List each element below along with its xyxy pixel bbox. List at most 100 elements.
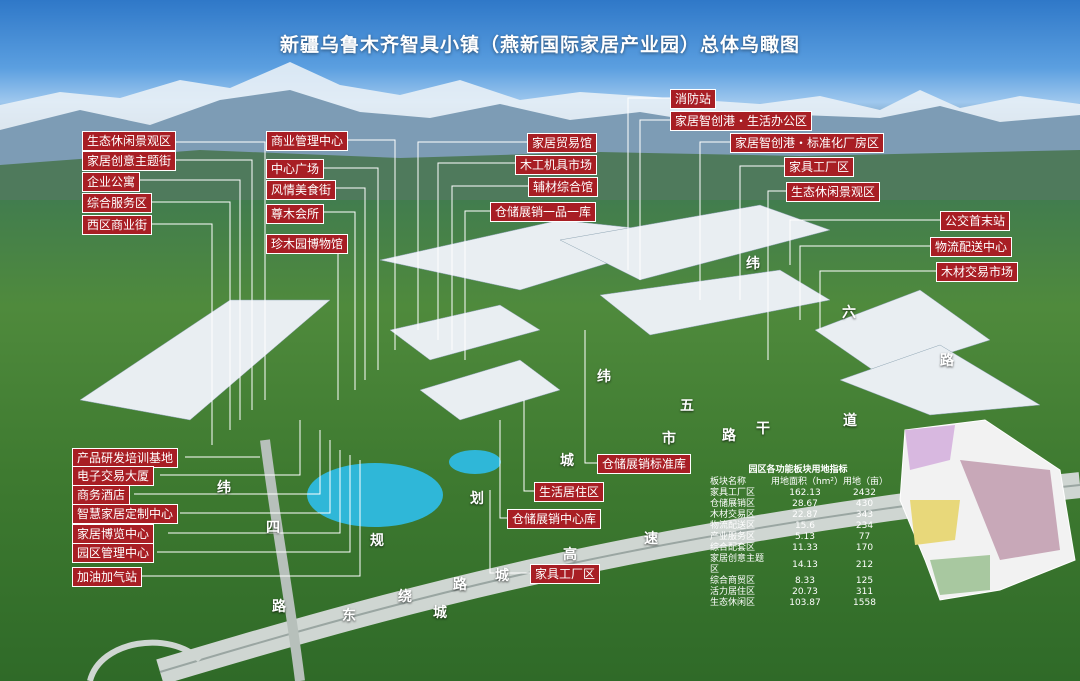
label-e-trade-building: 电子交易大厦	[72, 466, 155, 486]
table-row: 仓储展销区 28.67 430	[708, 499, 888, 510]
label-creative-street: 家居创意主题街	[82, 151, 177, 171]
table-cell: 活力居住区	[710, 587, 756, 597]
label-eco-leisure-area-east: 生态休闲景观区	[786, 182, 881, 202]
table-cell: 11.33	[792, 543, 818, 553]
table-cell: 木材交易区	[710, 510, 756, 520]
table-row: 家具工厂区 162.13 2432	[708, 488, 888, 499]
table-cell: 家居创意主题区	[710, 554, 765, 575]
label-gas-station: 加油加气站	[72, 567, 143, 587]
table-row: 综合配套区 11.33 170	[708, 543, 888, 554]
road-label: 城	[433, 605, 447, 621]
table-row: 生态休闲区 103.87 1558	[708, 598, 888, 609]
table-cell: 22.87	[792, 510, 818, 520]
table-cell: 仓储展销区	[710, 499, 756, 509]
table-cell: 125	[855, 576, 874, 586]
road-label: 六	[842, 305, 856, 321]
label-central-plaza: 中心广场	[266, 159, 325, 179]
table-cell: 212	[855, 559, 874, 570]
table-cell: 234	[855, 521, 874, 531]
table-cell: 162.13	[789, 488, 821, 498]
label-food-street: 风情美食街	[266, 180, 337, 200]
road-label: 高	[563, 547, 577, 563]
table-cell: 生态休闲区	[710, 598, 756, 608]
road-label: 规	[370, 533, 384, 549]
road-label: 路	[453, 577, 467, 593]
label-club: 尊木会所	[266, 204, 325, 224]
label-furniture-factory-south: 家具工厂区	[530, 564, 601, 584]
table-cell: 14.13	[792, 559, 818, 570]
site-plan-map	[899, 419, 1076, 601]
road-label: 城	[495, 568, 509, 584]
label-living-office: 家居智创港・生活办公区	[670, 111, 813, 131]
table-row: 木材交易区 22.87 343	[708, 510, 888, 521]
table-cell: 家具工厂区	[710, 488, 756, 498]
table-heading: 园区各功能板块用地指标	[748, 465, 848, 475]
road-label: 四	[266, 520, 280, 536]
label-central-warehouse: 仓储展销中心库	[507, 509, 602, 529]
road-label: 纬	[597, 369, 611, 385]
table-header-row: 板块名称 用地面积（hm²） 用地（亩）	[708, 477, 888, 488]
table-cell: 20.73	[792, 587, 818, 597]
label-standard-warehouse: 仓储展销标准库	[597, 454, 692, 474]
road-label: 市	[662, 431, 676, 447]
road-label: 纬	[217, 480, 231, 496]
table-cell: 1558	[853, 598, 876, 608]
road-label: 道	[843, 413, 857, 429]
table-cell: 8.33	[794, 576, 815, 586]
label-storage-showroom: 仓储展销一品一库	[490, 202, 597, 222]
road-label: 速	[644, 531, 658, 547]
label-bus-terminal: 公交首末站	[940, 211, 1011, 231]
table-cell: 170	[855, 543, 874, 553]
road-label: 路	[940, 353, 954, 369]
table-cell: 综合商贸区	[710, 576, 756, 586]
label-logistics-center: 物流配送中心	[930, 237, 1013, 257]
table-cell: 15.6	[794, 521, 815, 531]
table-cell: 430	[855, 499, 874, 509]
page-title: 新疆乌鲁木齐智具小镇（燕新国际家居产业园）总体鸟瞰图	[279, 34, 800, 56]
table-cell: 343	[855, 510, 874, 520]
table-cell: 77	[858, 532, 871, 542]
table-cell: 311	[855, 587, 874, 597]
label-museum: 珍木园博物馆	[266, 234, 349, 254]
land-use-grid: 板块名称 用地面积（hm²） 用地（亩） 家具工厂区 162.13 2432 仓储展…	[708, 477, 888, 609]
label-machinery-market: 木工机具市场	[515, 155, 598, 175]
table-header: 用地面积（hm²）	[770, 477, 844, 487]
table-row: 产业服务区 5.13 77	[708, 532, 888, 543]
road-label: 路	[272, 599, 286, 615]
road-label: 干	[756, 421, 770, 437]
label-west-commercial-street: 西区商业街	[82, 215, 153, 235]
label-standard-factory: 家居智创港・标准化厂房区	[730, 133, 885, 153]
label-enterprise-apartment: 企业公寓	[82, 172, 141, 192]
table-cell: 5.13	[794, 532, 815, 542]
label-materials-hall: 辅材综合馆	[528, 177, 599, 197]
label-business-hotel: 商务酒店	[72, 485, 131, 505]
table-cell: 物流配送区	[710, 521, 756, 531]
label-timber-market: 木材交易市场	[936, 262, 1019, 282]
road-label: 东	[342, 608, 356, 624]
label-fire-station: 消防站	[670, 89, 717, 109]
table-row: 物流配送区 15.6 234	[708, 521, 888, 532]
table-cell: 综合配套区	[710, 543, 756, 553]
label-service-area: 综合服务区	[82, 193, 153, 213]
road-label: 路	[722, 428, 736, 444]
table-header: 用地（亩）	[843, 477, 889, 487]
label-rd-base: 产品研发培训基地	[72, 448, 179, 468]
table-cell: 103.87	[789, 598, 821, 608]
road-label: 城	[560, 453, 574, 469]
label-furniture-factory: 家具工厂区	[784, 157, 855, 177]
label-expo-center: 家居博览中心	[72, 524, 155, 544]
road-label: 五	[680, 398, 694, 414]
road-label: 纬	[746, 256, 760, 272]
label-residential-area: 生活居住区	[534, 482, 605, 502]
label-eco-leisure-area: 生态休闲景观区	[82, 131, 177, 151]
label-business-center: 商业管理中心	[266, 131, 349, 151]
road-label: 绕	[398, 589, 412, 605]
table-row: 综合商贸区 8.33 125	[708, 576, 888, 587]
table-cell: 2432	[853, 488, 876, 498]
label-trade-hall: 家居贸易馆	[527, 133, 598, 153]
table-cell: 28.67	[792, 499, 818, 509]
table-cell: 产业服务区	[710, 532, 756, 542]
road-label: 划	[470, 491, 484, 507]
land-use-table: 园区各功能板块用地指标 板块名称 用地面积（hm²） 用地（亩） 家具工厂区 16…	[708, 462, 888, 609]
